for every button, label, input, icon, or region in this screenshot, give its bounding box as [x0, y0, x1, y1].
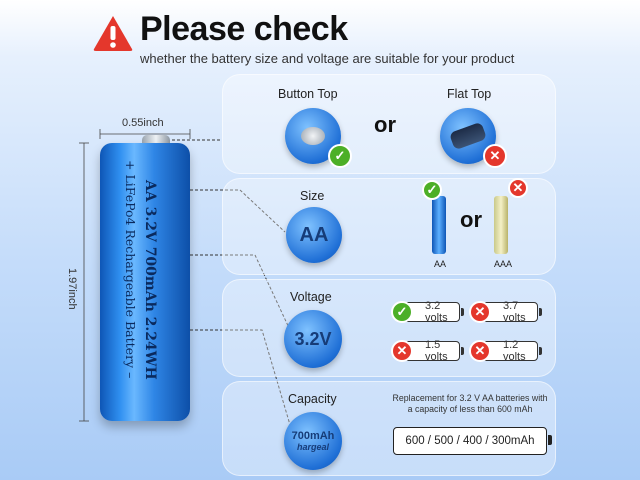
- voltage-option-no: ✕ 1.5 volts: [391, 339, 464, 363]
- cross-icon: ✕: [508, 178, 528, 198]
- capacity-values-box: 600 / 500 / 400 / 300mAh: [393, 427, 552, 455]
- cross-icon: ✕: [469, 301, 491, 323]
- page-subtitle: whether the battery size and voltage are…: [140, 51, 515, 66]
- voltage-option-ok: ✓ 3.2 volts: [391, 300, 464, 324]
- width-dimension: 0.55inch: [122, 117, 164, 129]
- aaa-caption: AAA: [494, 259, 513, 269]
- cross-icon: ✕: [483, 144, 507, 168]
- voltage-option-text: 1.2 volts: [503, 339, 526, 363]
- voltage-option-no: ✕ 1.2 volts: [469, 339, 542, 363]
- size-circle: AA: [286, 207, 342, 263]
- aa-caption: AA: [434, 259, 447, 269]
- or-text: or: [460, 207, 482, 232]
- battery-image: [100, 143, 190, 421]
- capacity-circle-text: 700mAh: [291, 430, 335, 442]
- check-icon: ✓: [328, 144, 352, 168]
- capacity-label: Capacity: [288, 392, 337, 406]
- button-top-label: Button Top: [278, 87, 338, 101]
- height-dimension: 1.97inch: [66, 268, 78, 310]
- capacity-circle: 700mAh hargeal: [284, 412, 342, 470]
- cross-icon: ✕: [469, 340, 491, 362]
- voltage-option-text: 1.5 volts: [425, 339, 448, 363]
- battery-label: AA 3.2V 700mAh 2.24WH + LiFePo4 Recharge…: [118, 150, 188, 410]
- voltage-circle: 3.2V: [284, 310, 342, 368]
- or-text: or: [374, 112, 396, 137]
- aaa-battery-image: [494, 196, 508, 254]
- capacity-circle-subtext: hargeal: [296, 442, 329, 452]
- voltage-option-text: 3.2 volts: [425, 300, 448, 324]
- flat-top-label: Flat Top: [447, 87, 492, 101]
- capacity-note: Replacement for 3.2 V AA batteries with …: [392, 393, 548, 414]
- warning-icon: [93, 16, 133, 51]
- check-icon: ✓: [391, 301, 413, 323]
- battery-spec-text: AA 3.2V 700mAh 2.24WH: [142, 180, 158, 380]
- capacity-values: 600 / 500 / 400 / 300mAh: [405, 435, 535, 447]
- size-label: Size: [300, 189, 325, 203]
- cross-icon: ✕: [391, 340, 413, 362]
- check-icon: ✓: [422, 180, 442, 200]
- page-title: Please check: [140, 10, 348, 48]
- aa-battery-image: [432, 196, 446, 254]
- voltage-option-text: 3.7 volts: [503, 300, 526, 324]
- voltage-label: Voltage: [290, 290, 332, 304]
- battery-type-text: + LiFePo4 Rechargeable Battery –: [123, 160, 138, 379]
- voltage-option-no: ✕ 3.7 volts: [469, 300, 542, 324]
